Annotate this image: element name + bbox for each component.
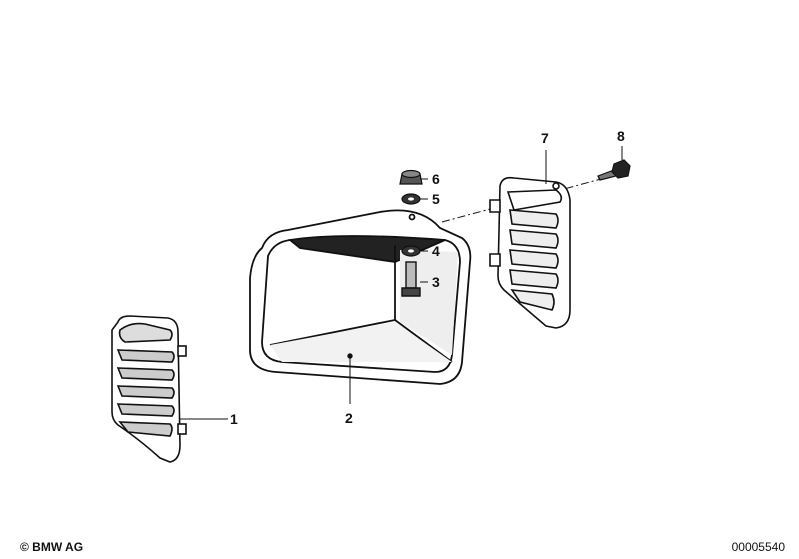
hex-bolt-part — [401, 261, 421, 297]
callout-number-2: 2 — [345, 410, 353, 426]
callout-number-8: 8 — [617, 128, 625, 144]
headlight-frame-part — [249, 209, 472, 385]
assembly-axis-line — [441, 175, 613, 223]
callout-number-4: 4 — [432, 243, 440, 259]
washer-4-part — [401, 245, 421, 257]
right-grille-part — [489, 176, 571, 329]
callout-number-6: 6 — [432, 171, 440, 187]
diagram-id-label: 00005540 — [731, 540, 785, 554]
copyright-label: © BMW AG — [20, 540, 84, 554]
callout-number-7: 7 — [541, 130, 549, 146]
callout-number-5: 5 — [432, 191, 440, 207]
callout-number-3: 3 — [432, 274, 440, 290]
hex-nut-part — [399, 169, 423, 185]
screw-part — [597, 159, 631, 181]
washer-5-part — [401, 193, 421, 205]
callout-number-1: 1 — [230, 411, 238, 427]
left-grille-part — [111, 315, 187, 463]
